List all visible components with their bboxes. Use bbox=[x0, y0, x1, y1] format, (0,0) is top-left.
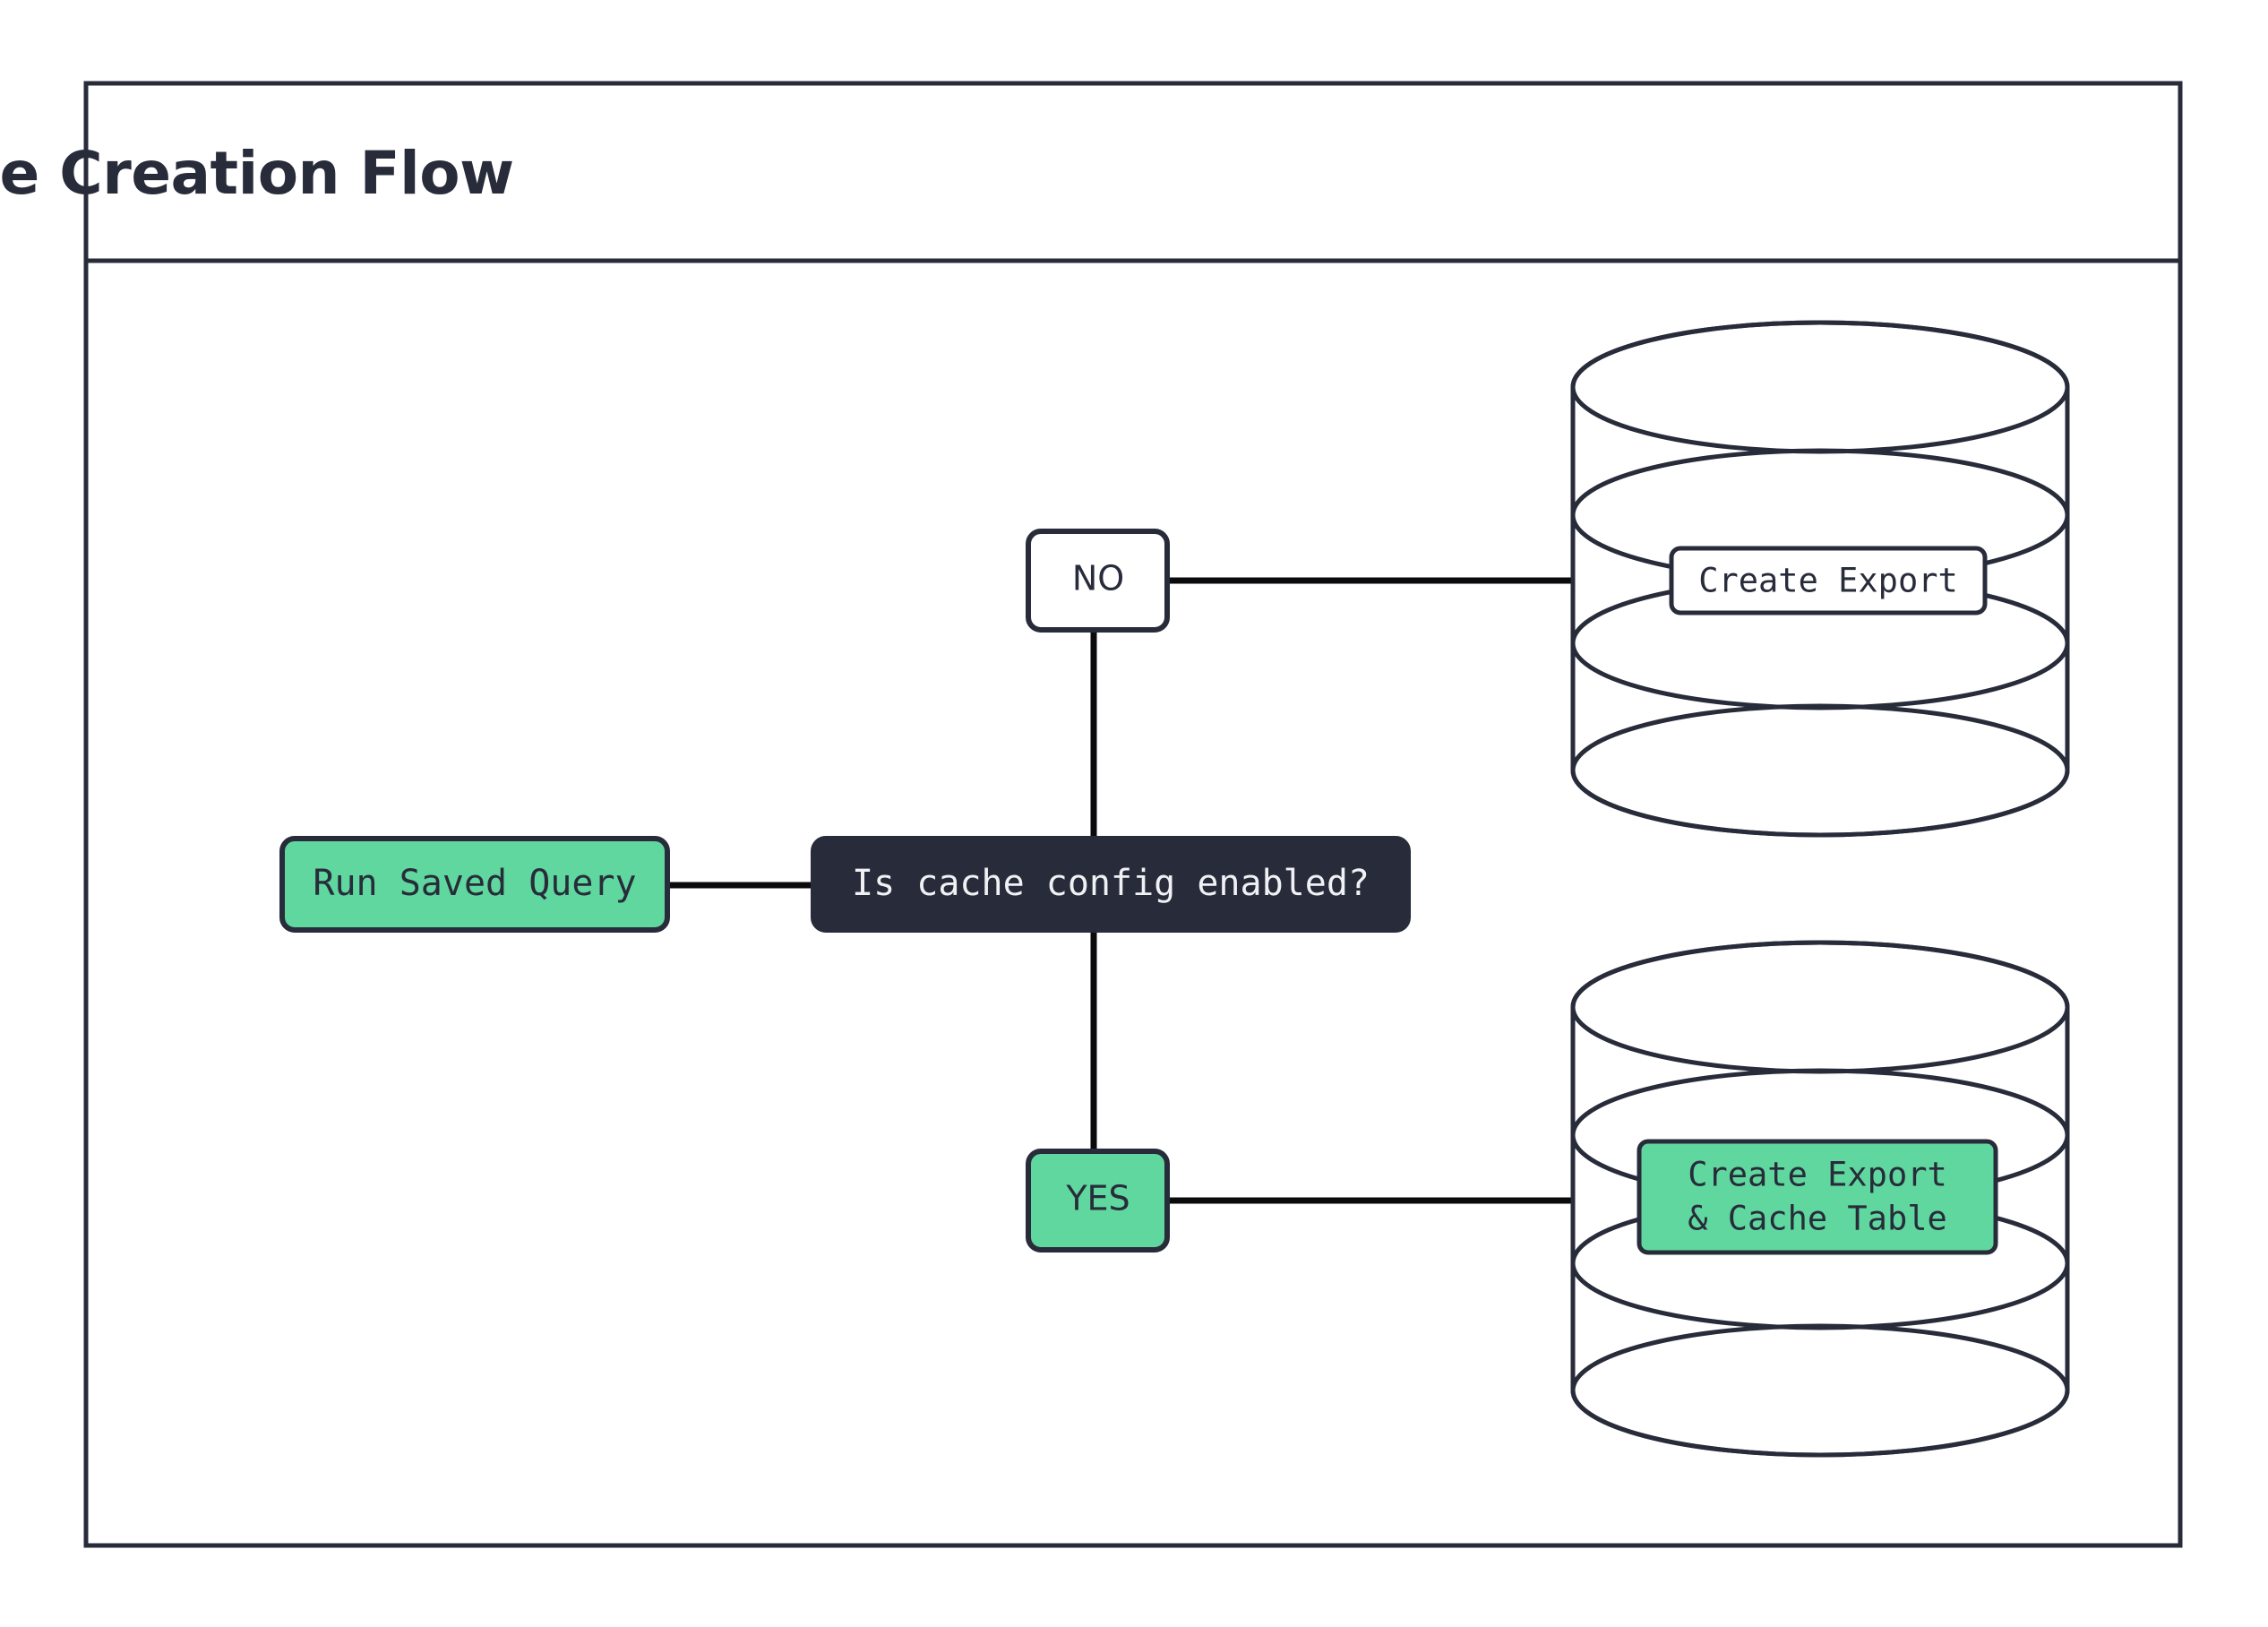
branch-no-box bbox=[1026, 529, 1170, 633]
db-export-cache-label-box bbox=[1637, 1139, 1998, 1255]
cylinder-disk-1 bbox=[1570, 940, 2070, 1074]
page-title: Cache Creation Flow bbox=[0, 139, 514, 208]
run-saved-query-label: Run Saved Query bbox=[313, 863, 636, 904]
cylinder-disk-4 bbox=[1570, 1323, 2070, 1458]
db-export-cache-label-line2: & Cache Table bbox=[1688, 1200, 1947, 1238]
db-export-label: Create Export bbox=[1698, 562, 1958, 600]
cylinder-disk-1 bbox=[1570, 320, 2070, 454]
decision-box bbox=[811, 836, 1411, 933]
node-db-export-cache[interactable]: Create Export & Cache Table bbox=[1570, 940, 2070, 1458]
node-branch-no[interactable]: NO bbox=[1026, 529, 1170, 633]
run-saved-query-box bbox=[279, 836, 670, 933]
decision-label: Is cache config enabled? bbox=[852, 863, 1370, 904]
node-db-export[interactable]: Create Export bbox=[1570, 320, 2070, 838]
db-export-label-box bbox=[1669, 546, 1988, 616]
branch-yes-label: YES bbox=[1065, 1179, 1130, 1218]
diagram-frame bbox=[83, 81, 2183, 1548]
cylinder-disk-4 bbox=[1570, 703, 2070, 838]
node-run-saved-query[interactable]: Run Saved Query bbox=[279, 836, 670, 933]
node-decision[interactable]: Is cache config enabled? bbox=[811, 836, 1411, 933]
branch-yes-box bbox=[1026, 1149, 1170, 1253]
db-export-cache-label-line1: Create Export bbox=[1688, 1156, 1947, 1194]
branch-no-label: NO bbox=[1072, 559, 1124, 598]
edge-layer bbox=[665, 577, 1573, 1204]
node-branch-yes[interactable]: YES bbox=[1026, 1149, 1170, 1253]
